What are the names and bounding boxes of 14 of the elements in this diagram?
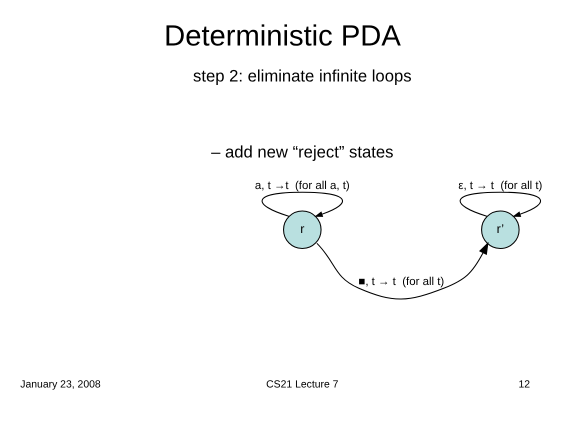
label: step 2: eliminate infinite loops <box>193 66 412 86</box>
label: – add new “reject” states <box>211 142 394 162</box>
edge-label: ε, t → t (for all t) <box>458 180 542 192</box>
label: January 23, 2008 <box>20 380 101 391</box>
edge-label: a, t →t (for all a, t) <box>254 180 350 192</box>
node-circle: r’ <box>481 210 520 250</box>
edge-label: ■, t → t (for all t) <box>358 276 444 288</box>
diagram-title: Deterministic PDA <box>164 20 401 53</box>
arrow <box>316 242 489 300</box>
label: 12 <box>518 380 530 391</box>
arrow <box>460 192 541 217</box>
arrow <box>262 192 343 217</box>
label: CS21 Lecture 7 <box>266 380 338 391</box>
node-circle: r <box>283 210 322 250</box>
